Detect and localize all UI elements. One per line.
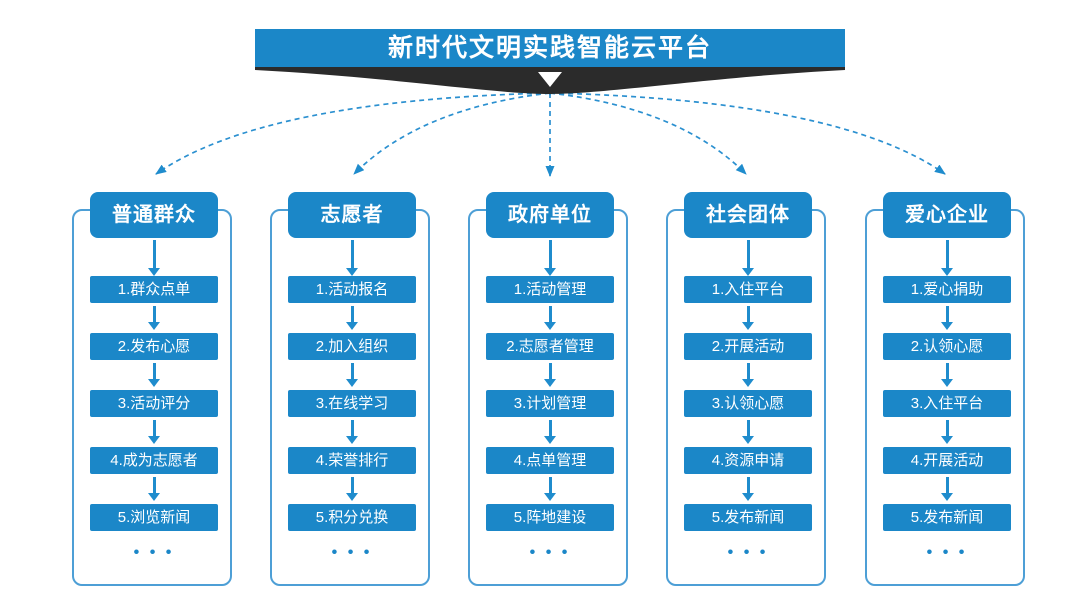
more-ellipsis: • • • — [331, 544, 373, 561]
flow-arrow-icon — [148, 306, 160, 330]
more-ellipsis: • • • — [727, 544, 769, 561]
ribbon-arrow-icon — [255, 67, 845, 94]
column-caring-enterprise: 爱心企业 1.爱心捐助 2.认领心愿 3.入住平台 4.开展活动 5.发布新闻 … — [865, 192, 1029, 592]
flow-arrow-icon — [941, 420, 953, 444]
flow-arrow-icon — [941, 240, 953, 276]
flow-step: 2.开展活动 — [684, 333, 812, 360]
column-volunteer: 志愿者 1.活动报名 2.加入组织 3.在线学习 4.荣誉排行 5.积分兑换 •… — [270, 192, 434, 592]
flow-arrow-icon — [544, 420, 556, 444]
column-header: 爱心企业 — [883, 192, 1011, 238]
flow-step: 1.活动报名 — [288, 276, 416, 303]
flow-arrow-icon — [148, 363, 160, 387]
flow-step: 5.浏览新闻 — [90, 504, 218, 531]
column-header: 政府单位 — [486, 192, 614, 238]
more-ellipsis: • • • — [926, 544, 968, 561]
flow-step: 5.积分兑换 — [288, 504, 416, 531]
column-header: 社会团体 — [684, 192, 812, 238]
flow-step: 4.开展活动 — [883, 447, 1011, 474]
flow-arrow-icon — [544, 306, 556, 330]
flow-step: 1.活动管理 — [486, 276, 614, 303]
flow-step: 4.荣誉排行 — [288, 447, 416, 474]
flow-arrow-icon — [742, 306, 754, 330]
column-government: 政府单位 1.活动管理 2.志愿者管理 3.计划管理 4.点单管理 5.阵地建设… — [468, 192, 632, 592]
flow-arrow-icon — [544, 240, 556, 276]
flow-step: 1.爱心捐助 — [883, 276, 1011, 303]
flow-arrow-icon — [941, 306, 953, 330]
flow-arrow-icon — [544, 477, 556, 501]
page-title: 新时代文明实践智能云平台 — [255, 29, 845, 67]
column-header: 普通群众 — [90, 192, 218, 238]
flow-arrow-icon — [742, 240, 754, 276]
flow-step: 2.发布心愿 — [90, 333, 218, 360]
flow-arrow-icon — [148, 240, 160, 276]
flow-step: 3.活动评分 — [90, 390, 218, 417]
flow-arrow-icon — [148, 420, 160, 444]
flow-arrow-icon — [346, 306, 358, 330]
flow-step: 2.认领心愿 — [883, 333, 1011, 360]
column-general-public: 普通群众 1.群众点单 2.发布心愿 3.活动评分 4.成为志愿者 5.浏览新闻… — [72, 192, 236, 592]
flow-arrow-icon — [742, 363, 754, 387]
flow-step: 4.成为志愿者 — [90, 447, 218, 474]
flow-arrow-icon — [941, 477, 953, 501]
flow-step: 1.群众点单 — [90, 276, 218, 303]
flow-step: 5.发布新闻 — [684, 504, 812, 531]
flow-arrow-icon — [742, 477, 754, 501]
flow-step: 3.计划管理 — [486, 390, 614, 417]
flow-arrow-icon — [346, 363, 358, 387]
column-social-group: 社会团体 1.入住平台 2.开展活动 3.认领心愿 4.资源申请 5.发布新闻 … — [666, 192, 830, 592]
flow-step: 5.发布新闻 — [883, 504, 1011, 531]
column-header: 志愿者 — [288, 192, 416, 238]
flow-arrow-icon — [148, 477, 160, 501]
flow-arrow-icon — [544, 363, 556, 387]
flow-arrow-icon — [346, 477, 358, 501]
flow-step: 3.认领心愿 — [684, 390, 812, 417]
flow-arrow-icon — [742, 420, 754, 444]
flow-arrow-icon — [346, 420, 358, 444]
flow-step: 5.阵地建设 — [486, 504, 614, 531]
flow-arrow-icon — [941, 363, 953, 387]
flow-step: 2.志愿者管理 — [486, 333, 614, 360]
flow-step: 3.在线学习 — [288, 390, 416, 417]
flow-step: 2.加入组织 — [288, 333, 416, 360]
flow-step: 4.资源申请 — [684, 447, 812, 474]
more-ellipsis: • • • — [529, 544, 571, 561]
more-ellipsis: • • • — [133, 544, 175, 561]
flow-step: 3.入住平台 — [883, 390, 1011, 417]
flow-step: 1.入住平台 — [684, 276, 812, 303]
flow-step: 4.点单管理 — [486, 447, 614, 474]
flow-arrow-icon — [346, 240, 358, 276]
